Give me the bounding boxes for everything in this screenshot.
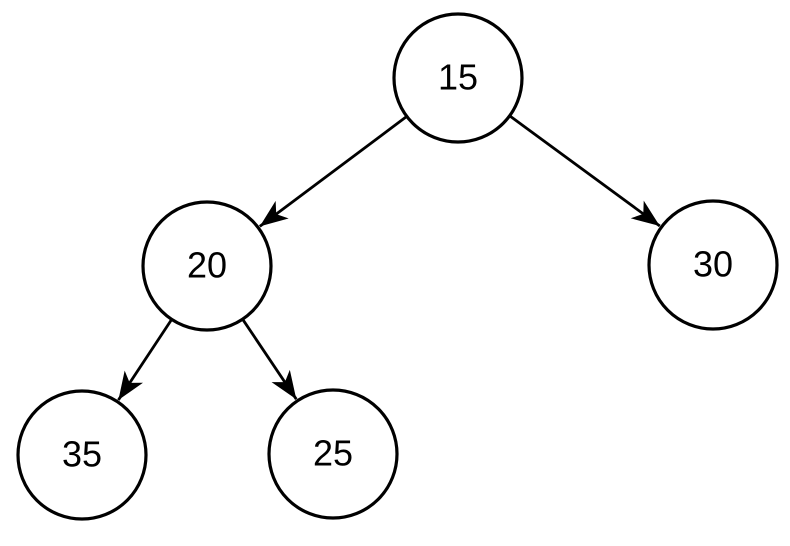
tree-node-circle-20 <box>141 200 273 332</box>
tree-node-label-15: 15 <box>438 57 478 98</box>
tree-node-15: 15 <box>392 12 524 144</box>
tree-edge-20-25 <box>241 318 298 400</box>
tree-node-label-30: 30 <box>693 244 733 285</box>
tree-node-label-20: 20 <box>187 245 227 286</box>
tree-node-label-25: 25 <box>313 433 353 474</box>
tree-node-circle-35 <box>16 389 148 521</box>
tree-node-label-35: 35 <box>62 434 102 475</box>
tree-edge-15-20 <box>258 115 408 228</box>
tree-node-circle-30 <box>647 199 779 331</box>
tree-node-30: 30 <box>647 199 779 331</box>
tree-edge-15-30 <box>508 114 661 228</box>
tree-node-circle-25 <box>267 388 399 520</box>
tree-node-35: 35 <box>16 389 148 521</box>
tree-node-20: 20 <box>141 200 273 332</box>
tree-node-circle-15 <box>392 12 524 144</box>
tree-edge-20-35 <box>117 318 173 401</box>
tree-node-25: 25 <box>267 388 399 520</box>
